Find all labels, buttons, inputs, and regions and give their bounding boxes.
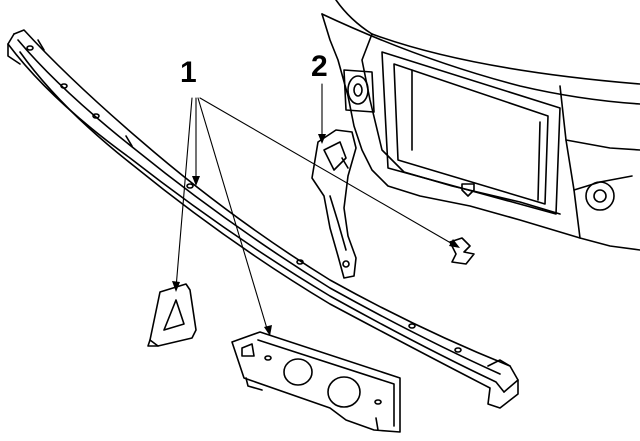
leader-1-to-plate — [197, 97, 269, 333]
part-1-left-bracket — [147, 283, 197, 347]
headlamp-opening — [381, 51, 561, 215]
part-1-lower-plate — [231, 331, 401, 433]
vehicle-body-outline — [321, 0, 640, 251]
leader-lines — [175, 83, 457, 333]
arrowheads — [172, 134, 460, 336]
clip — [449, 237, 475, 265]
mounting-hole-right — [585, 181, 615, 211]
part-2-bracket — [311, 129, 357, 279]
callout-part-1: 1 — [180, 56, 197, 89]
callout-part-2: 2 — [311, 50, 328, 83]
radiator-support-bar — [7, 29, 519, 409]
leader-1-to-clip — [199, 97, 457, 247]
leader-1-to-left-bracket — [175, 97, 193, 289]
mounting-hole-left — [347, 75, 369, 105]
